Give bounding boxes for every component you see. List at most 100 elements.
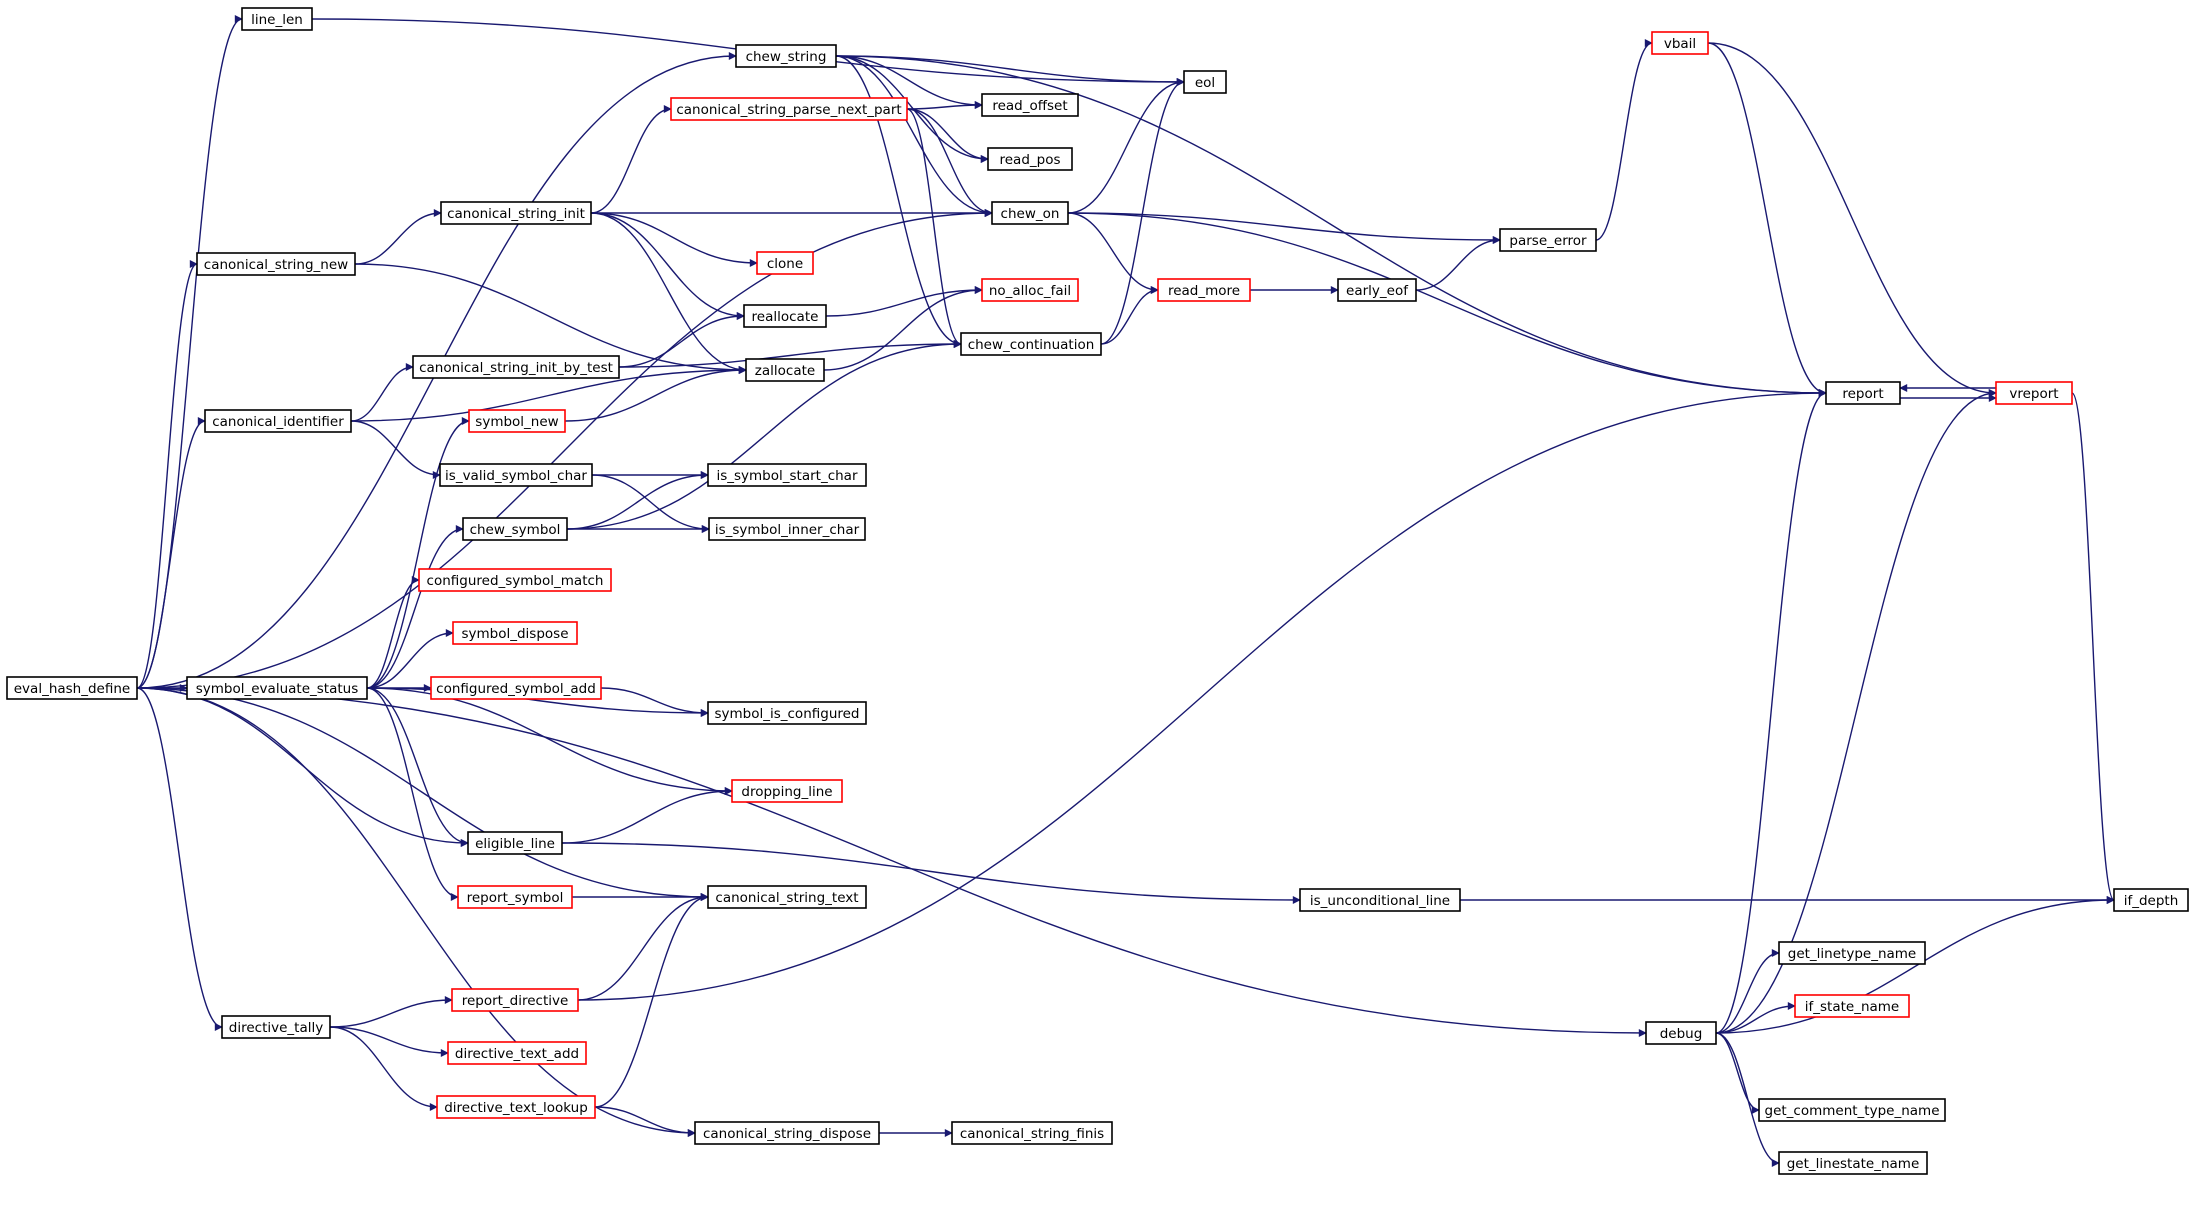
node-label: no_alloc_fail xyxy=(989,283,1071,299)
node-label: chew_continuation xyxy=(968,337,1095,353)
node-label: read_offset xyxy=(992,98,1067,114)
edge-vreport-to-if_depth xyxy=(2071,392,2115,904)
node-canonical_string_finis[interactable]: canonical_string_finis xyxy=(951,1121,1113,1145)
node-label: read_pos xyxy=(999,152,1060,168)
node-box xyxy=(436,1095,596,1119)
edge-symbol_evaluate_status-to-chew_symbol xyxy=(366,525,464,689)
node-vbail[interactable]: vbail xyxy=(1651,31,1709,55)
node-clone[interactable]: clone xyxy=(756,251,814,275)
node-box xyxy=(981,278,1079,302)
node-early_eof[interactable]: early_eof xyxy=(1337,278,1417,302)
node-label: directive_text_add xyxy=(455,1046,579,1062)
node-box xyxy=(462,517,568,541)
node-read_more[interactable]: read_more xyxy=(1157,278,1251,302)
node-directive_tally[interactable]: directive_tally xyxy=(221,1015,331,1039)
edge-canonical_string_new-to-canonical_string_init xyxy=(354,209,442,265)
node-if_depth[interactable]: if_depth xyxy=(2113,888,2189,912)
node-symbol_new[interactable]: symbol_new xyxy=(468,409,566,433)
node-label: canonical_string_dispose xyxy=(703,1126,871,1142)
node-reallocate[interactable]: reallocate xyxy=(743,304,827,328)
edge-chew_on-to-read_more xyxy=(1067,212,1159,294)
node-label: symbol_new xyxy=(475,414,558,430)
node-canonical_identifier[interactable]: canonical_identifier xyxy=(204,409,352,433)
node-directive_text_lookup[interactable]: directive_text_lookup xyxy=(436,1095,596,1119)
node-dropping_line[interactable]: dropping_line xyxy=(731,779,843,803)
node-label: early_eof xyxy=(1346,283,1409,299)
node-chew_on[interactable]: chew_on xyxy=(991,201,1069,225)
node-label: line_len xyxy=(251,12,303,28)
node-is_valid_symbol_char[interactable]: is_valid_symbol_char xyxy=(439,463,593,487)
node-canonical_string_init_by_test[interactable]: canonical_string_init_by_test xyxy=(412,355,620,379)
edge-chew_symbol-to-chew_continuation xyxy=(566,340,962,530)
node-report_directive[interactable]: report_directive xyxy=(451,988,579,1012)
edge-debug-to-report xyxy=(1715,389,1827,1034)
node-is_unconditional_line[interactable]: is_unconditional_line xyxy=(1299,888,1461,912)
edge-eval_hash_define-to-canonical_string_text xyxy=(136,687,709,901)
node-box xyxy=(196,252,356,276)
edge-canonical_string_init-to-canonical_string_parse_next_part xyxy=(590,105,672,214)
node-label: get_linestate_name xyxy=(1787,1156,1920,1172)
node-configured_symbol_match[interactable]: configured_symbol_match xyxy=(418,568,612,592)
node-configured_symbol_add[interactable]: configured_symbol_add xyxy=(430,676,602,700)
node-get_linetype_name[interactable]: get_linetype_name xyxy=(1778,941,1926,965)
node-box xyxy=(440,201,592,225)
node-eval_hash_define[interactable]: eval_hash_define xyxy=(6,676,138,700)
node-read_offset[interactable]: read_offset xyxy=(981,93,1079,117)
node-get_linestate_name[interactable]: get_linestate_name xyxy=(1778,1151,1928,1175)
node-report_symbol[interactable]: report_symbol xyxy=(457,885,573,909)
node-symbol_is_configured[interactable]: symbol_is_configured xyxy=(707,701,867,725)
node-canonical_string_parse_next_part[interactable]: canonical_string_parse_next_part xyxy=(670,97,908,121)
node-is_symbol_start_char[interactable]: is_symbol_start_char xyxy=(707,463,867,487)
node-box xyxy=(221,1015,331,1039)
node-label: debug xyxy=(1660,1026,1703,1042)
node-read_pos[interactable]: read_pos xyxy=(987,147,1073,171)
node-get_comment_type_name[interactable]: get_comment_type_name xyxy=(1758,1098,1946,1122)
node-is_symbol_inner_char[interactable]: is_symbol_inner_char xyxy=(708,517,866,541)
node-debug[interactable]: debug xyxy=(1645,1021,1717,1045)
node-label: report xyxy=(1842,386,1883,402)
node-label: directive_text_lookup xyxy=(444,1100,588,1116)
node-line_len[interactable]: line_len xyxy=(241,7,313,31)
edge-canonical_string_init_by_test-to-chew_continuation xyxy=(618,340,962,368)
node-chew_continuation[interactable]: chew_continuation xyxy=(960,332,1102,356)
node-symbol_evaluate_status[interactable]: symbol_evaluate_status xyxy=(186,676,368,700)
node-vreport[interactable]: vreport xyxy=(1995,381,2073,405)
node-box xyxy=(1995,381,2073,405)
node-canonical_string_init[interactable]: canonical_string_init xyxy=(440,201,592,225)
node-label: canonical_string_init xyxy=(447,206,585,222)
node-box xyxy=(241,7,313,31)
node-box xyxy=(735,44,837,68)
node-zallocate[interactable]: zallocate xyxy=(745,358,825,382)
node-chew_string[interactable]: chew_string xyxy=(735,44,837,68)
node-box xyxy=(1645,1021,1717,1045)
node-canonical_string_new[interactable]: canonical_string_new xyxy=(196,252,356,276)
node-directive_text_add[interactable]: directive_text_add xyxy=(447,1041,587,1065)
node-label: symbol_dispose xyxy=(461,626,568,642)
edge-chew_on-to-report xyxy=(1067,212,1827,397)
node-box xyxy=(707,701,867,725)
node-chew_symbol[interactable]: chew_symbol xyxy=(462,517,568,541)
node-label: symbol_is_configured xyxy=(714,706,859,722)
edge-chew_string-to-report xyxy=(835,55,1827,397)
node-if_state_name[interactable]: if_state_name xyxy=(1794,994,1910,1018)
node-box xyxy=(981,93,1079,117)
edge-debug-to-get_linestate_name xyxy=(1715,1032,1780,1167)
node-report[interactable]: report xyxy=(1825,381,1901,405)
node-symbol_dispose[interactable]: symbol_dispose xyxy=(452,621,578,645)
node-eol[interactable]: eol xyxy=(1183,70,1227,94)
edge-canonical_string_parse_next_part-to-chew_continuation xyxy=(906,108,962,348)
node-box xyxy=(756,251,814,275)
node-no_alloc_fail[interactable]: no_alloc_fail xyxy=(981,278,1079,302)
node-parse_error[interactable]: parse_error xyxy=(1499,228,1597,252)
edge-chew_on-to-parse_error xyxy=(1067,212,1501,244)
edge-parse_error-to-vbail xyxy=(1595,39,1653,241)
node-eligible_line[interactable]: eligible_line xyxy=(467,831,563,855)
edge-directive_text_lookup-to-canonical_string_dispose xyxy=(594,1106,696,1137)
node-label: chew_symbol xyxy=(470,522,561,538)
edge-eval_hash_define-to-canonical_string_new xyxy=(136,260,198,689)
node-canonical_string_dispose[interactable]: canonical_string_dispose xyxy=(694,1121,880,1145)
node-canonical_string_text[interactable]: canonical_string_text xyxy=(707,885,867,909)
node-box xyxy=(439,463,593,487)
node-label: canonical_string_text xyxy=(715,890,858,906)
node-box xyxy=(1299,888,1461,912)
